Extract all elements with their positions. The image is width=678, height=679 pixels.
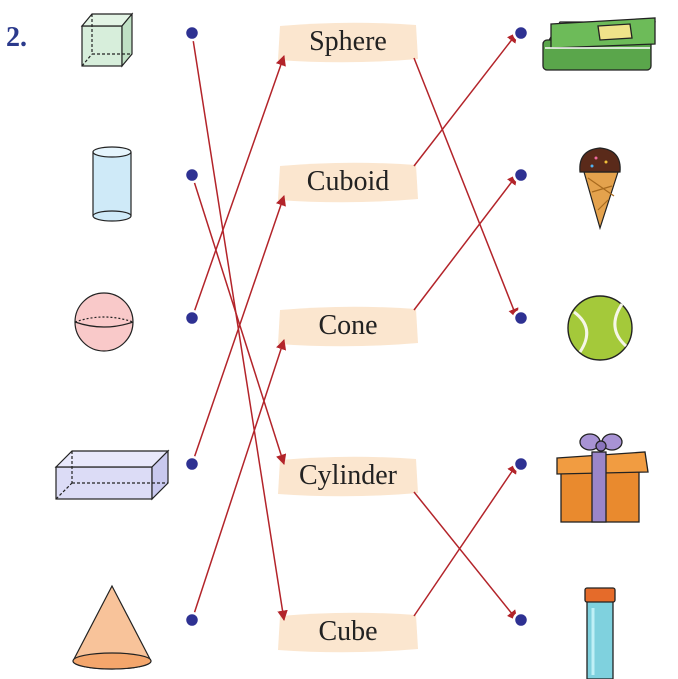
label-cone: Cone [278, 306, 418, 346]
dot-tennis-ball [512, 309, 530, 327]
label-tab-cone [278, 306, 418, 347]
label-cuboid-text: Cuboid [306, 166, 390, 197]
arrow-cone-shape-to-cone [191, 339, 287, 621]
cylinder-shape [92, 146, 132, 222]
arrow-cone-to-ice-cream-cone [413, 174, 518, 311]
dot-cone-shape [183, 611, 201, 629]
dot-cylinder-shape [183, 166, 201, 184]
connection-dots [183, 24, 530, 629]
dot-sphere-shape [183, 309, 201, 327]
label-tab-cube [278, 612, 418, 653]
dot-cube-shape [183, 24, 201, 42]
cone-shape [72, 584, 152, 670]
connection-arrows [191, 32, 519, 622]
book-icon [542, 17, 656, 71]
tube-icon [584, 587, 616, 679]
label-tab-sphere [278, 22, 418, 63]
ice-cream-icon [579, 147, 621, 231]
tennis-ball-icon [567, 295, 633, 361]
arrow-sphere-shape-to-sphere [191, 55, 286, 319]
arrow-cylinder-to-tube [413, 491, 518, 621]
label-tab-cylinder [278, 456, 418, 497]
cuboid-shape [54, 449, 170, 501]
arrow-cuboid-shape-to-cuboid [191, 195, 286, 465]
question-number: 2. [6, 22, 27, 53]
arrow-cube-shape-to-cube [191, 32, 288, 622]
label-cone-text: Cone [318, 310, 378, 341]
sphere-shape [74, 292, 134, 352]
dot-tube [512, 611, 530, 629]
arrow-cuboid-to-book [413, 32, 518, 167]
arrow-sphere-to-tennis-ball [413, 57, 519, 319]
arrow-cylinder-shape-to-cylinder [191, 174, 287, 466]
label-sphere-text: Sphere [309, 26, 387, 57]
dot-ice-cream-cone [512, 166, 530, 184]
dot-cuboid-shape [183, 455, 201, 473]
label-cube: Cube [278, 612, 418, 652]
label-cylinder-text: Cylinder [299, 460, 397, 491]
label-cylinder: Cylinder [278, 456, 418, 496]
dot-book [512, 24, 530, 42]
label-cube-text: Cube [318, 616, 378, 647]
label-tab-cuboid [278, 162, 418, 203]
gift-box-icon [556, 433, 649, 523]
label-sphere: Sphere [278, 22, 418, 62]
cube-shape [80, 12, 134, 68]
arrow-cube-to-gift-box [413, 463, 518, 617]
dot-gift-box [512, 455, 530, 473]
label-cuboid: Cuboid [278, 162, 418, 202]
